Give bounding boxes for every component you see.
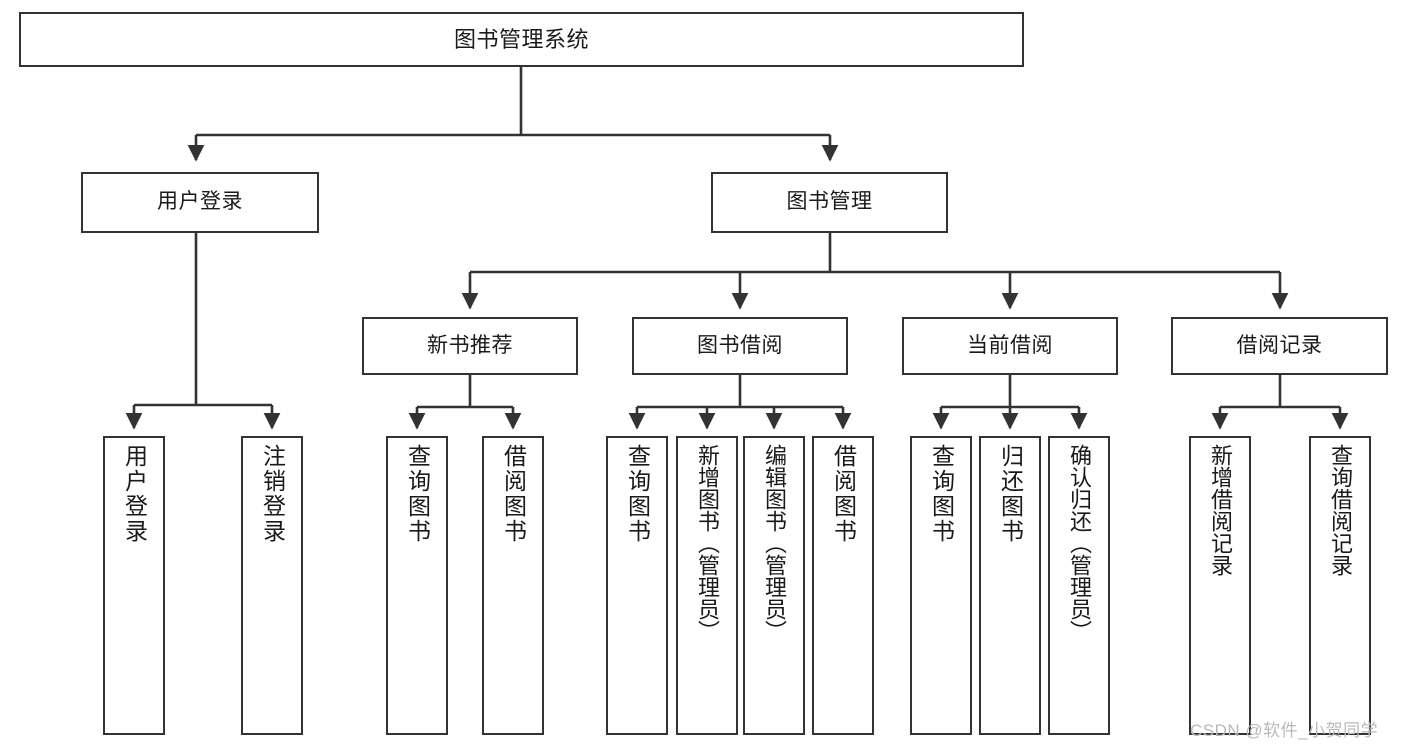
node-label: 查询图书	[928, 444, 955, 544]
node-leaf-user-login[interactable]: 用户登录	[103, 436, 165, 735]
node-label: 编辑图书（管理员）	[762, 444, 787, 642]
node-leaf-edit-book-admin[interactable]: 编辑图书（管理员）	[743, 436, 805, 735]
node-label: 图书管理	[786, 190, 873, 214]
node-label: 新增图书（管理员）	[695, 444, 720, 642]
node-label: 借阅记录	[1236, 333, 1323, 357]
node-leaf-borrow-book-recommend[interactable]: 借阅图书	[482, 436, 544, 735]
node-root-system[interactable]: 图书管理系统	[19, 12, 1024, 67]
node-label: 图书借阅	[697, 333, 783, 357]
node-label: 归还图书	[997, 444, 1024, 544]
node-label: 查询图书	[624, 444, 651, 544]
node-leaf-return-book[interactable]: 归还图书	[979, 436, 1041, 735]
node-user-login[interactable]: 用户登录	[81, 172, 319, 233]
node-borrow-record[interactable]: 借阅记录	[1171, 317, 1388, 375]
node-label: 新增借阅记录	[1208, 444, 1233, 576]
node-leaf-query-borrow-record[interactable]: 查询借阅记录	[1309, 436, 1371, 735]
node-label: 借阅图书	[830, 444, 857, 544]
node-label: 当前借阅	[967, 333, 1053, 357]
node-book-borrow[interactable]: 图书借阅	[632, 317, 848, 375]
csdn-watermark: CSDN @软件_小贺同学	[1190, 721, 1379, 740]
node-new-book-recommend[interactable]: 新书推荐	[362, 317, 578, 375]
node-leaf-query-book-recommend[interactable]: 查询图书	[386, 436, 448, 735]
node-leaf-confirm-return-admin[interactable]: 确认归还（管理员）	[1048, 436, 1110, 735]
node-label: 查询图书	[404, 444, 431, 544]
node-leaf-query-book-borrow[interactable]: 查询图书	[606, 436, 668, 735]
node-current-borrow[interactable]: 当前借阅	[902, 317, 1118, 375]
node-label: 查询借阅记录	[1328, 444, 1353, 576]
node-leaf-logout[interactable]: 注销登录	[241, 436, 303, 735]
node-label: 注销登录	[259, 444, 286, 544]
node-leaf-borrow-book[interactable]: 借阅图书	[812, 436, 874, 735]
node-leaf-add-book-admin[interactable]: 新增图书（管理员）	[676, 436, 738, 735]
node-label: 用户登录	[157, 190, 243, 214]
node-book-management[interactable]: 图书管理	[711, 172, 948, 233]
node-label: 确认归还（管理员）	[1067, 444, 1092, 642]
node-label: 图书管理系统	[453, 26, 589, 52]
node-leaf-query-book-current[interactable]: 查询图书	[910, 436, 972, 735]
node-leaf-add-borrow-record[interactable]: 新增借阅记录	[1189, 436, 1251, 735]
node-label: 借阅图书	[500, 444, 527, 544]
node-label: 新书推荐	[427, 333, 513, 357]
node-label: 用户登录	[121, 444, 148, 544]
